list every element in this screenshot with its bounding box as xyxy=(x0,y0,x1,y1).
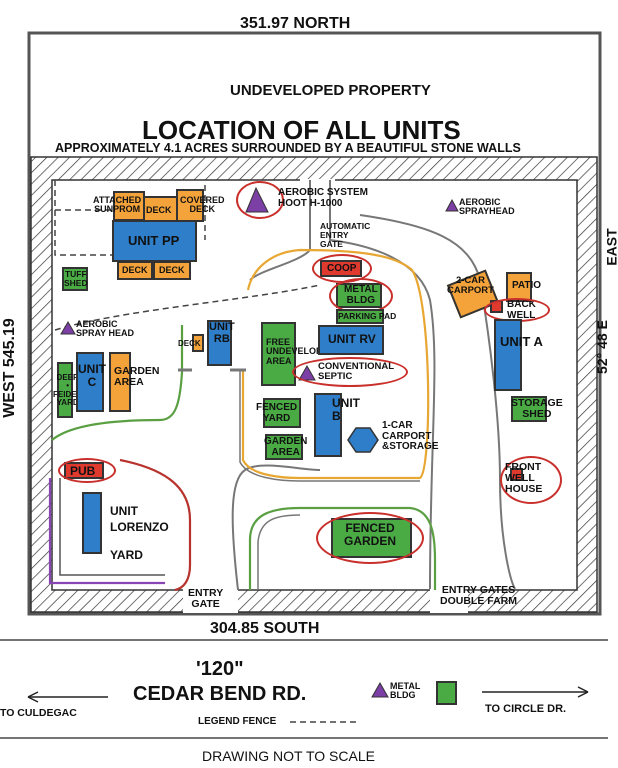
entry-gates-farm-label: ENTRY GATES DOUBLE FARM xyxy=(440,584,517,608)
unit-pp-label: UNIT PP xyxy=(128,233,180,248)
parking-pad xyxy=(336,309,384,324)
south-boundary-label: 304.85 SOUTH xyxy=(210,620,320,637)
storage-shed xyxy=(511,396,547,422)
garden-area-west xyxy=(109,352,131,412)
road-number: '120" xyxy=(196,658,244,680)
unit-c-label: UNIT C xyxy=(78,362,106,389)
patio xyxy=(506,272,532,302)
legend-metal-bldg-label: METAL BLDG xyxy=(390,681,421,701)
attached-sunprom-label: ATTACHED SUNPROM xyxy=(93,195,142,215)
aerobic-spray-head-w-label: AEROBIC SPRAY HEAD xyxy=(76,319,135,339)
deer-feeder-yard-label: DEER • FEIDED YARD xyxy=(53,373,83,408)
tuff-shed-label: TUFF SHED xyxy=(64,269,88,288)
legend-green-swatch xyxy=(436,681,457,705)
front-well-house-highlight xyxy=(500,456,562,504)
page-subtitle: APPROXIMATELY 4.1 ACRES SURROUNDED BY A … xyxy=(55,141,521,155)
property-border xyxy=(27,31,602,616)
pub-highlight xyxy=(58,458,116,483)
deck-rb xyxy=(192,334,204,352)
road-right-destination: TO CIRCLE DR. xyxy=(485,703,567,715)
footer-note: DRAWING NOT TO SCALE xyxy=(202,748,375,764)
conventional-septic-highlight xyxy=(292,357,408,387)
legend-fence-label: LEGEND FENCE xyxy=(198,716,277,727)
patio-label: PATIO xyxy=(512,280,542,291)
parking-pad-label: PARKING PAD xyxy=(338,311,397,321)
garden-area-center-label: GARDEN AREA xyxy=(264,436,308,458)
covered-deck-label: COVERED DECK xyxy=(180,195,225,215)
deck-top-label: DECK xyxy=(146,205,172,215)
free-undeveloped-label: FREE UNDEVELOPED AREA xyxy=(266,337,335,366)
unit-rb-label: UNIT RB xyxy=(209,321,235,345)
fenced-yard xyxy=(263,398,301,428)
triangle-marker-icon xyxy=(371,681,389,698)
unit-b[interactable] xyxy=(314,393,342,457)
road-name: CEDAR BEND RD. xyxy=(133,683,307,705)
undeveloped-property-label: UNDEVELOPED PROPERTY xyxy=(230,82,431,99)
garden-area-west-label: GARDEN AREA xyxy=(114,365,160,389)
tuff-shed xyxy=(62,267,88,291)
unit-rv[interactable] xyxy=(318,325,384,355)
east-boundary-label-bottom: 52° 48 E xyxy=(593,320,610,374)
unit-c[interactable] xyxy=(76,352,104,412)
deck-right xyxy=(153,261,191,280)
north-boundary-label: 351.97 NORTH xyxy=(240,15,351,32)
deck-top xyxy=(143,196,178,222)
fenced-garden-highlight xyxy=(316,512,424,564)
deck-left-label: DECK xyxy=(122,265,148,275)
garden-area-center xyxy=(265,434,303,460)
page-title: LOCATION OF ALL UNITS xyxy=(142,115,461,145)
road-left-destination: TO CULDEGAC xyxy=(0,707,77,719)
unit-a[interactable] xyxy=(494,319,522,391)
two-car-carport-label: 2-CAR CARPORT xyxy=(447,275,494,296)
aerobic-system-highlight xyxy=(236,181,284,219)
fenced-yard-label: FENCED YARD xyxy=(256,402,298,424)
triangle-marker-icon xyxy=(60,321,76,335)
deck-rb-label: DECK xyxy=(178,339,201,348)
deck-right-label: DECK xyxy=(159,265,185,275)
triangle-marker-icon xyxy=(445,198,459,212)
hexagon-carport-icon xyxy=(347,427,379,453)
aerobic-sprayhead-ne-label: AEROBIC SPRAYHEAD xyxy=(459,197,515,217)
stone-wall xyxy=(30,156,598,613)
unit-a-label: UNIT A xyxy=(500,334,543,349)
lorenzo-yard-label: YARD xyxy=(110,548,143,562)
aerobic-system-label: AEROBIC SYSTEM HOOT H-1000 xyxy=(278,187,369,209)
unit-lorenzo[interactable] xyxy=(82,492,102,554)
deck-left xyxy=(117,261,153,280)
deer-feeder-yard xyxy=(57,362,73,418)
front-well-house-label: FRONT WELL HOUSE xyxy=(505,461,543,496)
one-car-carport-label: 1-CAR CARPORT &STORAGE xyxy=(382,420,439,452)
unit-b-label: UNIT B xyxy=(332,396,360,423)
unit-rb[interactable] xyxy=(207,320,232,366)
west-boundary-label: WEST 545.19 xyxy=(0,318,18,418)
arrow-left-icon xyxy=(27,691,108,703)
storage-shed-label: STORAGE SHED xyxy=(511,397,563,421)
conventional-septic-label: CONVENTIONAL SEPTIC xyxy=(318,361,394,382)
east-boundary-label-top: EAST xyxy=(603,228,618,266)
entry-gate-label: ENTRY GATE xyxy=(188,587,224,611)
free-undeveloped-area xyxy=(261,322,296,386)
unit-lorenzo-label: UNIT LORENZO xyxy=(110,504,169,534)
unit-rv-label: UNIT RV xyxy=(328,332,376,346)
arrow-right-icon xyxy=(482,686,589,698)
automatic-gate-label: AUTOMATIC ENTRY GATE xyxy=(320,221,371,249)
